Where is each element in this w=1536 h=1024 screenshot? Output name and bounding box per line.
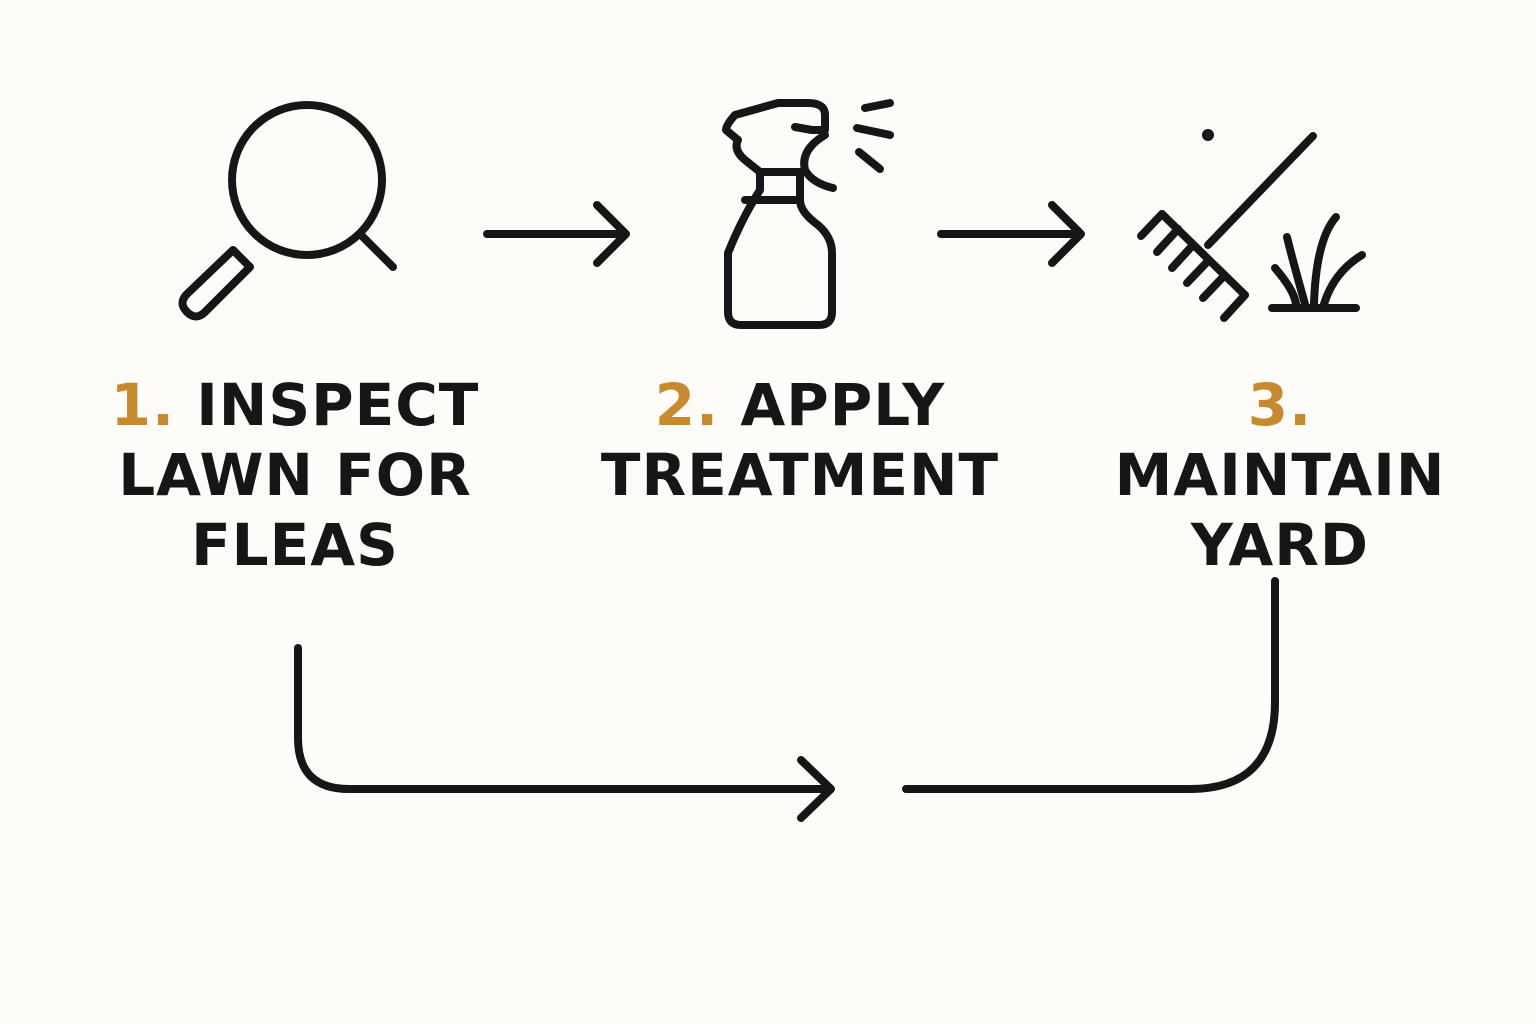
arrow-step1-to-step2-icon (483, 201, 630, 267)
loop-connector-icon (294, 577, 1279, 822)
step-2-label: 2. APPLY TREATMENT (590, 370, 1010, 510)
arrow-step2-to-step3-icon (937, 201, 1085, 267)
rake-and-grass-icon (1137, 129, 1366, 322)
step-3-label: 3. MAINTAIN YARD (1080, 370, 1480, 580)
step-2-text: APPLY TREATMENT (600, 371, 1000, 509)
step-2-number: 2. (654, 371, 720, 439)
step-1-text: INSPECT LAWN FOR FLEAS (118, 371, 480, 579)
step-1-number: 1. (110, 371, 176, 439)
step-3-number: 3. (1247, 371, 1313, 439)
magnifying-glass-icon (178, 101, 397, 321)
step-1-label: 1. INSPECT LAWN FOR FLEAS (105, 370, 485, 580)
spray-bottle-icon (722, 99, 894, 329)
step-3-text: MAINTAIN YARD (1114, 441, 1446, 579)
